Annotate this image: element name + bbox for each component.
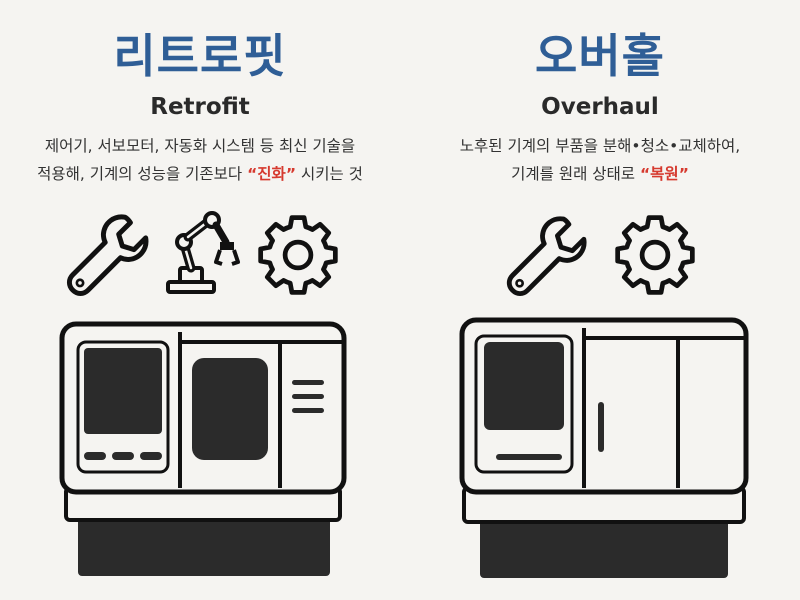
wrench-icon	[66, 214, 149, 296]
control-button	[112, 452, 134, 460]
overhaul-desc-line1: 노후된 기계의 부품을 분해•청소•교체하여,	[459, 137, 741, 155]
control-button	[140, 452, 162, 460]
overhaul-panel: 오버홀 Overhaul 노후된 기계의 부품을 분해•청소•교체하여, 기계를…	[400, 0, 800, 600]
overhaul-highlight: “복원”	[639, 165, 689, 183]
wrench-icon	[506, 216, 587, 297]
retrofit-title-en: Retrofit	[150, 94, 250, 120]
retrofit-highlight: “진화”	[247, 165, 297, 183]
retrofit-machine-illustration	[59, 321, 347, 576]
control-panel-screen	[484, 342, 564, 430]
retrofit-title-ko: 리트로핏	[113, 29, 287, 83]
gear-icon	[615, 215, 695, 295]
door-handle	[598, 402, 604, 452]
machine-window	[192, 358, 268, 460]
overhaul-title-ko: 오버홀	[535, 29, 665, 83]
control-panel-screen	[84, 348, 162, 434]
retrofit-desc-line2-text: 적용해, 기계의 성능을 기존보다	[37, 165, 248, 183]
retrofit-panel: 리트로핏 Retrofit 제어기, 서보모터, 자동화 시스템 등 최신 기술…	[0, 29, 400, 576]
control-button	[84, 452, 106, 460]
gear-icon	[258, 215, 338, 295]
overhaul-machine-illustration	[459, 317, 749, 578]
machine-base	[480, 520, 728, 578]
overhaul-title-en: Overhaul	[541, 94, 659, 120]
machine-base	[78, 518, 330, 576]
retrofit-desc-line2: 적용해, 기계의 성능을 기존보다 “진화” 시키는 것	[0, 160, 400, 188]
retrofit-desc-line1: 제어기, 서보모터, 자동화 시스템 등 최신 기술을	[44, 137, 356, 155]
overhaul-description: 노후된 기계의 부품을 분해•청소•교체하여, 기계를 원래 상태로 “복원”	[400, 132, 800, 188]
retrofit-desc-line2-end: 시키는 것	[296, 165, 363, 183]
retrofit-description: 제어기, 서보모터, 자동화 시스템 등 최신 기술을 적용해, 기계의 성능을…	[0, 132, 400, 188]
overhaul-desc-line2-text: 기계를 원래 상태로	[511, 165, 640, 183]
robot-arm-icon	[166, 211, 240, 294]
overhaul-desc-line2: 기계를 원래 상태로 “복원”	[400, 160, 800, 188]
